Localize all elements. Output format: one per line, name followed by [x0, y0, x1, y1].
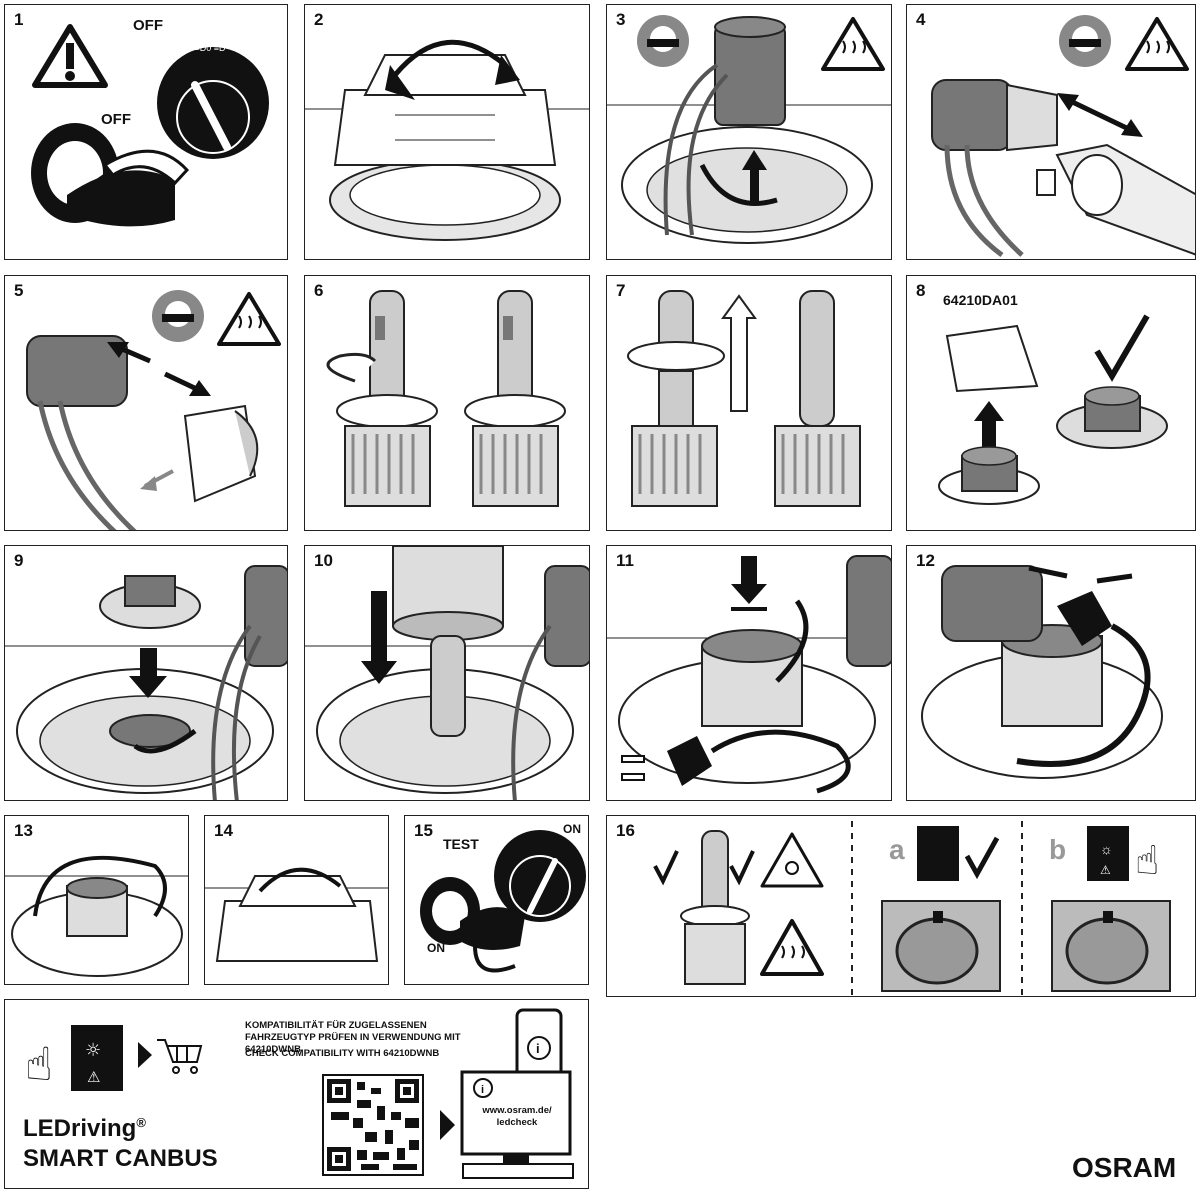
connector-plug-icon	[667, 736, 712, 786]
step-16-illustration: ☼ ⚠ ☝	[653, 821, 1171, 996]
hot-surface-warning-icon	[821, 17, 885, 71]
step-1-panel: 1 0 ≡D0 ≡D OFF OFF	[4, 4, 288, 260]
svg-text:⚠: ⚠	[1100, 863, 1111, 877]
svg-text:i: i	[481, 1084, 484, 1096]
step-number: 3	[616, 10, 626, 29]
step-12-panel: 12	[906, 545, 1196, 801]
step-10-illustration	[305, 546, 589, 800]
step-number: 10	[314, 551, 333, 570]
compatibility-illustration: ☝ ☼ ⚠ i i	[25, 1008, 574, 1179]
svg-text:⚠: ⚠	[87, 1068, 100, 1086]
step-4-illustration	[931, 15, 1195, 258]
checkmark-icon	[729, 850, 755, 886]
triangle-arrow-icon	[138, 1042, 152, 1068]
step-14-panel: 14	[204, 815, 389, 985]
shopping-cart-icon	[157, 1039, 203, 1074]
svg-text:☼: ☼	[85, 1040, 101, 1061]
step-number: 2	[314, 10, 324, 29]
step-number: 13	[14, 821, 33, 840]
step-13-panel: 13	[4, 815, 189, 985]
step-5-panel: 5	[4, 275, 288, 531]
step-16-panel: 16 a b ☼ ⚠ ☝	[606, 815, 1196, 997]
hot-surface-warning-icon	[1125, 17, 1189, 71]
step-number: 14	[214, 821, 233, 840]
step-number: 7	[616, 281, 626, 300]
step-number: 1	[14, 10, 24, 29]
rotate-arrow-icon	[133, 728, 197, 754]
step-12-illustration	[921, 565, 1163, 779]
step-11-illustration	[607, 555, 891, 794]
arrow-down-icon	[361, 591, 397, 684]
rotate-arrow-icon	[393, 39, 507, 77]
step-10-panel: 10	[304, 545, 590, 801]
step-9-illustration	[5, 565, 287, 800]
led-bulb-icon	[336, 290, 438, 507]
step-8-illustration	[938, 314, 1168, 505]
check-url: www.osram.de/ ledcheck	[482, 1105, 552, 1128]
product-name: LEDriving® SMART CANBUS	[23, 1115, 218, 1172]
rotate-arrow-icon	[258, 867, 342, 893]
arrow-up-icon	[974, 401, 1004, 448]
step-number: 16	[616, 821, 635, 840]
qr-code-icon	[322, 1074, 424, 1176]
step-5-illustration	[26, 290, 281, 530]
step-number: 5	[14, 281, 24, 300]
arrow-down-icon	[129, 648, 167, 698]
rotate-arrow-icon	[33, 855, 167, 918]
led-bulb-icon	[464, 290, 566, 507]
step-7-illustration	[627, 290, 861, 507]
pointing-hand-icon: ☝	[1135, 838, 1159, 884]
glare-warning-icon	[760, 832, 824, 888]
step-6-illustration	[326, 290, 566, 507]
step-9-panel: 9	[4, 545, 288, 801]
light-switch-icon	[157, 47, 269, 159]
step-7-panel: 7	[606, 275, 892, 531]
hot-surface-warning-icon	[217, 292, 281, 346]
pointing-hand-icon: ☝	[25, 1037, 53, 1091]
step-6-panel: 6	[304, 275, 590, 531]
part-number: 64210DA01	[943, 292, 1018, 308]
step-8-panel: 8 64210DA01	[906, 275, 1196, 531]
warning-display-icon	[71, 1025, 123, 1091]
rotate-arrow-icon	[326, 352, 377, 383]
step-number: 4	[916, 10, 926, 29]
step-3-panel: 3	[606, 4, 892, 260]
step-number: 8	[916, 281, 926, 300]
compatibility-text-en: CHECK COMPATIBILITY WITH 64210DWNB	[245, 1048, 440, 1059]
step-14-illustration	[205, 867, 388, 962]
warning-triangle-icon	[32, 24, 108, 88]
step-number: 9	[14, 551, 24, 570]
checkmark-icon	[653, 850, 679, 886]
step-4-panel: 4	[906, 4, 1196, 260]
arrow-up-icon	[721, 294, 757, 412]
step-11-panel: 11	[606, 545, 892, 801]
option-a-label: a	[889, 834, 905, 865]
step-number: 11	[616, 551, 634, 570]
step-number: 15	[414, 821, 433, 840]
compatibility-text-de: KOMPATIBILITÄT FÜR ZUGELASSENEN FAHRZEUG…	[245, 1020, 461, 1055]
dashboard-display-icon	[917, 826, 959, 881]
connector-plug-icon	[1057, 591, 1112, 646]
step-15-panel: 15 TEST ON ON	[404, 815, 589, 985]
arrow-down-icon	[731, 556, 767, 604]
step-2-panel: 2	[304, 4, 590, 260]
checkmark-icon	[1094, 314, 1150, 382]
warning-display-icon	[1087, 826, 1129, 881]
step-15-illustration	[420, 830, 586, 973]
step-number: 12	[916, 551, 935, 570]
triangle-arrow-icon	[440, 1110, 455, 1140]
step-number: 6	[314, 281, 324, 300]
light-switch-icon	[494, 830, 586, 922]
step-3-illustration	[607, 15, 891, 244]
svg-text:☼: ☼	[1100, 841, 1113, 857]
step-13-illustration	[5, 855, 188, 977]
osram-logo: OSRAM	[1072, 1152, 1177, 1183]
step-1-illustration: 0 ≡D0 ≡D	[31, 24, 269, 227]
step-2-illustration	[305, 39, 589, 241]
option-b-label: b	[1049, 834, 1067, 865]
svg-text:0 ≡D0 ≡D: 0 ≡D0 ≡D	[187, 43, 226, 53]
svg-text:i: i	[536, 1041, 540, 1056]
checkmark-icon	[964, 836, 1000, 880]
compatibility-info-panel: ☝ ☼ ⚠ i i KOMPATIBILITÄ	[4, 999, 589, 1189]
